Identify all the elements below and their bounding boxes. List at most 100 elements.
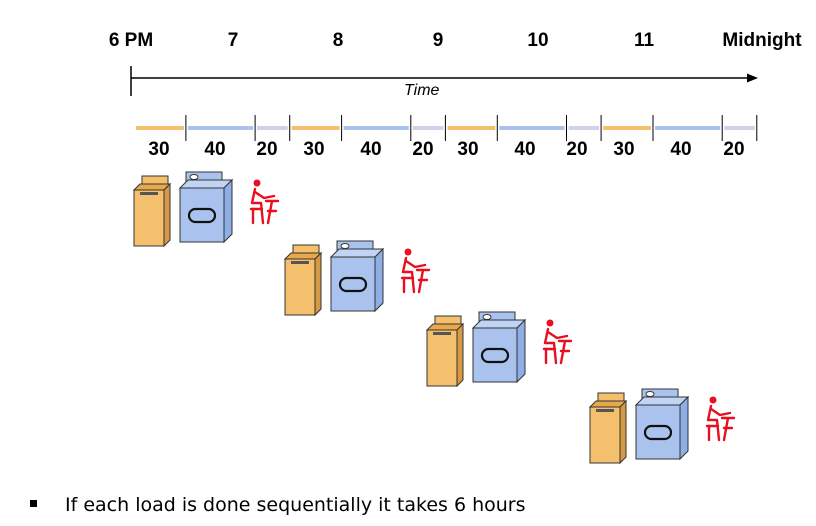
dryer-top bbox=[471, 319, 527, 329]
washer-lid bbox=[433, 332, 451, 335]
dryer-knob bbox=[645, 391, 655, 397]
dryer-body bbox=[472, 327, 518, 383]
dryer-door bbox=[480, 347, 510, 364]
person-head bbox=[253, 179, 261, 187]
person-body bbox=[250, 187, 265, 225]
table-icon bbox=[557, 339, 573, 365]
washer-control-panel bbox=[292, 244, 320, 254]
hour-label-midnight: Midnight bbox=[722, 30, 802, 51]
dryer-top bbox=[178, 179, 234, 189]
laundry-load-4 bbox=[588, 388, 736, 465]
duration-label: 20 bbox=[566, 139, 588, 160]
person-arm bbox=[253, 190, 276, 200]
dryer-door bbox=[338, 276, 368, 293]
dryer-body bbox=[635, 404, 681, 460]
folding-person-icon bbox=[705, 396, 736, 442]
washer-control-panel bbox=[141, 175, 169, 185]
stage-segment-bar bbox=[343, 126, 409, 130]
duration-label: 30 bbox=[613, 139, 635, 160]
dryer-side bbox=[374, 247, 384, 313]
stage-segment-bar bbox=[187, 126, 254, 130]
washer-side bbox=[163, 182, 171, 248]
washer-body bbox=[133, 189, 165, 247]
hour-label-9: 9 bbox=[432, 30, 444, 51]
bullet-text: If each load is done sequentially it tak… bbox=[65, 494, 526, 516]
person-arm bbox=[546, 330, 569, 340]
dryer-side bbox=[223, 178, 233, 244]
dryer-side bbox=[516, 318, 526, 384]
table-icon bbox=[264, 199, 280, 225]
dryer-icon bbox=[471, 311, 527, 384]
washer-control-panel bbox=[597, 392, 625, 402]
washer-body bbox=[284, 258, 316, 316]
stage-segment-bar bbox=[136, 126, 184, 130]
axis-label-time: Time bbox=[404, 82, 440, 99]
washer-lid bbox=[140, 192, 158, 195]
stage-segment-bar bbox=[412, 126, 444, 130]
table-icon bbox=[415, 268, 431, 294]
dryer-top bbox=[329, 248, 385, 258]
duration-label: 30 bbox=[148, 139, 170, 160]
duration-label: 40 bbox=[204, 139, 226, 160]
dryer-door bbox=[187, 207, 217, 224]
duration-label: 20 bbox=[256, 139, 278, 160]
stage-segment-bar bbox=[724, 126, 755, 130]
washer-side bbox=[619, 399, 627, 465]
person-arm bbox=[404, 259, 427, 269]
hour-label-7: 7 bbox=[227, 30, 239, 51]
person-arm bbox=[709, 407, 732, 417]
person-body bbox=[543, 327, 558, 365]
laundry-load-3 bbox=[425, 311, 573, 388]
stage-segment-bar bbox=[447, 126, 496, 130]
person-head bbox=[404, 248, 412, 256]
bullet-point: If each load is done sequentially it tak… bbox=[30, 494, 526, 516]
hour-label-11: 11 bbox=[633, 30, 655, 51]
washer-control-panel bbox=[434, 315, 462, 325]
person-head bbox=[546, 319, 554, 327]
folding-person-icon bbox=[249, 179, 280, 225]
dryer-body bbox=[330, 256, 376, 312]
washer-icon bbox=[588, 392, 628, 465]
person-head bbox=[709, 396, 717, 404]
duration-label: 20 bbox=[723, 139, 745, 160]
dryer-knob bbox=[482, 314, 492, 320]
washer-icon bbox=[132, 175, 172, 248]
duration-label: 40 bbox=[514, 139, 536, 160]
duration-label: 30 bbox=[303, 139, 325, 160]
person-body bbox=[401, 256, 416, 294]
dryer-icon bbox=[178, 171, 234, 244]
dryer-icon bbox=[634, 388, 690, 461]
washer-side bbox=[456, 322, 464, 388]
hour-label-6pm: 6 PM bbox=[108, 30, 154, 51]
dryer-side bbox=[679, 395, 689, 461]
folding-person-icon bbox=[400, 248, 431, 294]
washer-icon bbox=[283, 244, 323, 317]
bullet-square-icon bbox=[30, 500, 37, 507]
washer-icon bbox=[425, 315, 465, 388]
duration-label: 40 bbox=[670, 139, 692, 160]
stage-segment-bar bbox=[499, 126, 565, 130]
laundry-load-2 bbox=[283, 240, 431, 317]
hour-label-10: 10 bbox=[527, 30, 549, 51]
stage-segment-bar bbox=[257, 126, 288, 130]
duration-label: 40 bbox=[360, 139, 382, 160]
dryer-knob bbox=[340, 243, 350, 249]
washer-lid bbox=[596, 409, 614, 412]
washer-lid bbox=[291, 261, 309, 264]
person-body bbox=[706, 404, 721, 442]
stage-segment-bar bbox=[291, 126, 340, 130]
dryer-door bbox=[643, 424, 673, 441]
washer-body bbox=[589, 406, 621, 464]
stage-segment-bar bbox=[655, 126, 721, 130]
dryer-top bbox=[634, 396, 690, 406]
duration-label: 30 bbox=[457, 139, 479, 160]
duration-label: 20 bbox=[412, 139, 434, 160]
dryer-knob bbox=[189, 174, 199, 180]
dryer-icon bbox=[329, 240, 385, 313]
hour-label-8: 8 bbox=[332, 30, 344, 51]
laundry-load-1 bbox=[132, 171, 280, 248]
stage-segment-bar bbox=[603, 126, 651, 130]
washer-side bbox=[314, 251, 322, 317]
